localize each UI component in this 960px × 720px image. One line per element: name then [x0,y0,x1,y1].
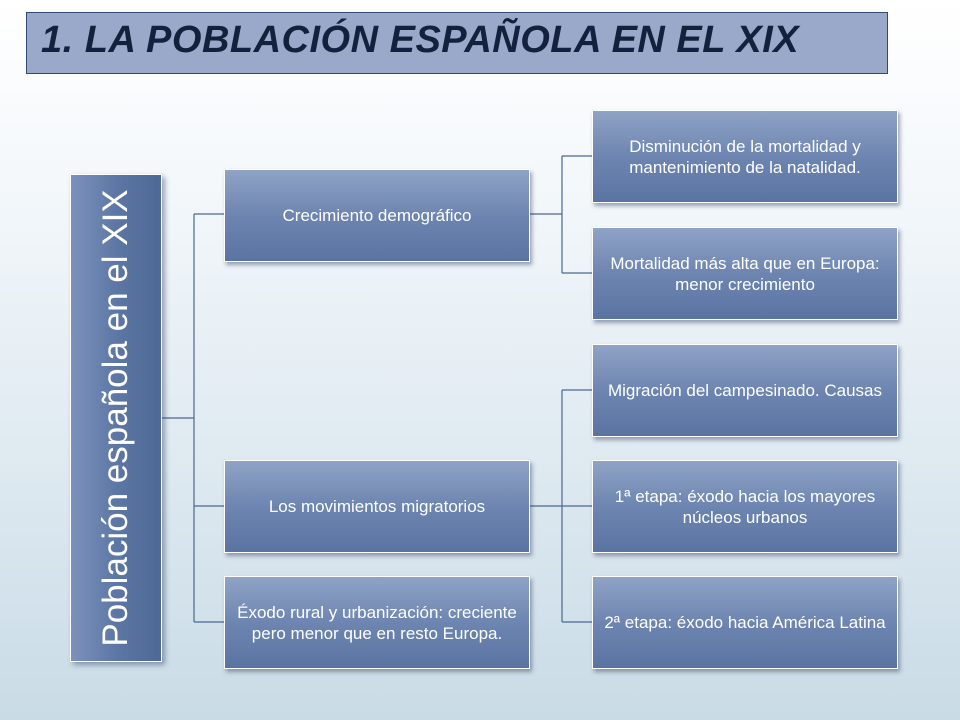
branch-exodo-rural: Éxodo rural y urbanización: creciente pe… [224,576,530,669]
leaf-mortalidad-natalidad-label: Disminución de la mortalidad y mantenimi… [629,136,861,177]
root-node-label: Población española en el XIX [96,189,135,647]
leaf-segunda-etapa-label: 2ª etapa: éxodo hacia América Latina [604,613,886,632]
connector-branch-2 [530,389,592,623]
branch-exodo-rural-label: Éxodo rural y urbanización: creciente pe… [237,602,517,643]
leaf-mortalidad-europa-label: Mortalidad más alta que en Europa: menor… [610,253,880,294]
title-banner: 1. LA POBLACIÓN ESPAÑOLA EN EL XIX [26,12,888,74]
leaf-mortalidad-europa: Mortalidad más alta que en Europa: menor… [592,227,898,320]
leaf-mortalidad-natalidad: Disminución de la mortalidad y mantenimi… [592,110,898,203]
connector-branch-1 [530,155,592,274]
branch-crecimiento-label: Crecimiento demográfico [282,206,472,225]
leaf-primera-etapa-label: 1ª etapa: éxodo hacia los mayores núcleo… [614,486,876,527]
branch-migraciones-label: Los movimientos migratorios [268,497,486,516]
leaf-segunda-etapa: 2ª etapa: éxodo hacia América Latina [592,576,898,669]
branch-crecimiento: Crecimiento demográfico [224,169,530,262]
branch-migraciones: Los movimientos migratorios [224,460,530,553]
root-node: Población española en el XIX [70,174,162,662]
leaf-migracion-campesinado: Migración del campesinado. Causas [592,344,898,437]
connector-root [162,213,224,623]
leaf-primera-etapa: 1ª etapa: éxodo hacia los mayores núcleo… [592,460,898,553]
page-title: 1. LA POBLACIÓN ESPAÑOLA EN EL XIX [41,19,800,61]
leaf-migracion-campesinado-label: Migración del campesinado. Causas [607,381,883,400]
